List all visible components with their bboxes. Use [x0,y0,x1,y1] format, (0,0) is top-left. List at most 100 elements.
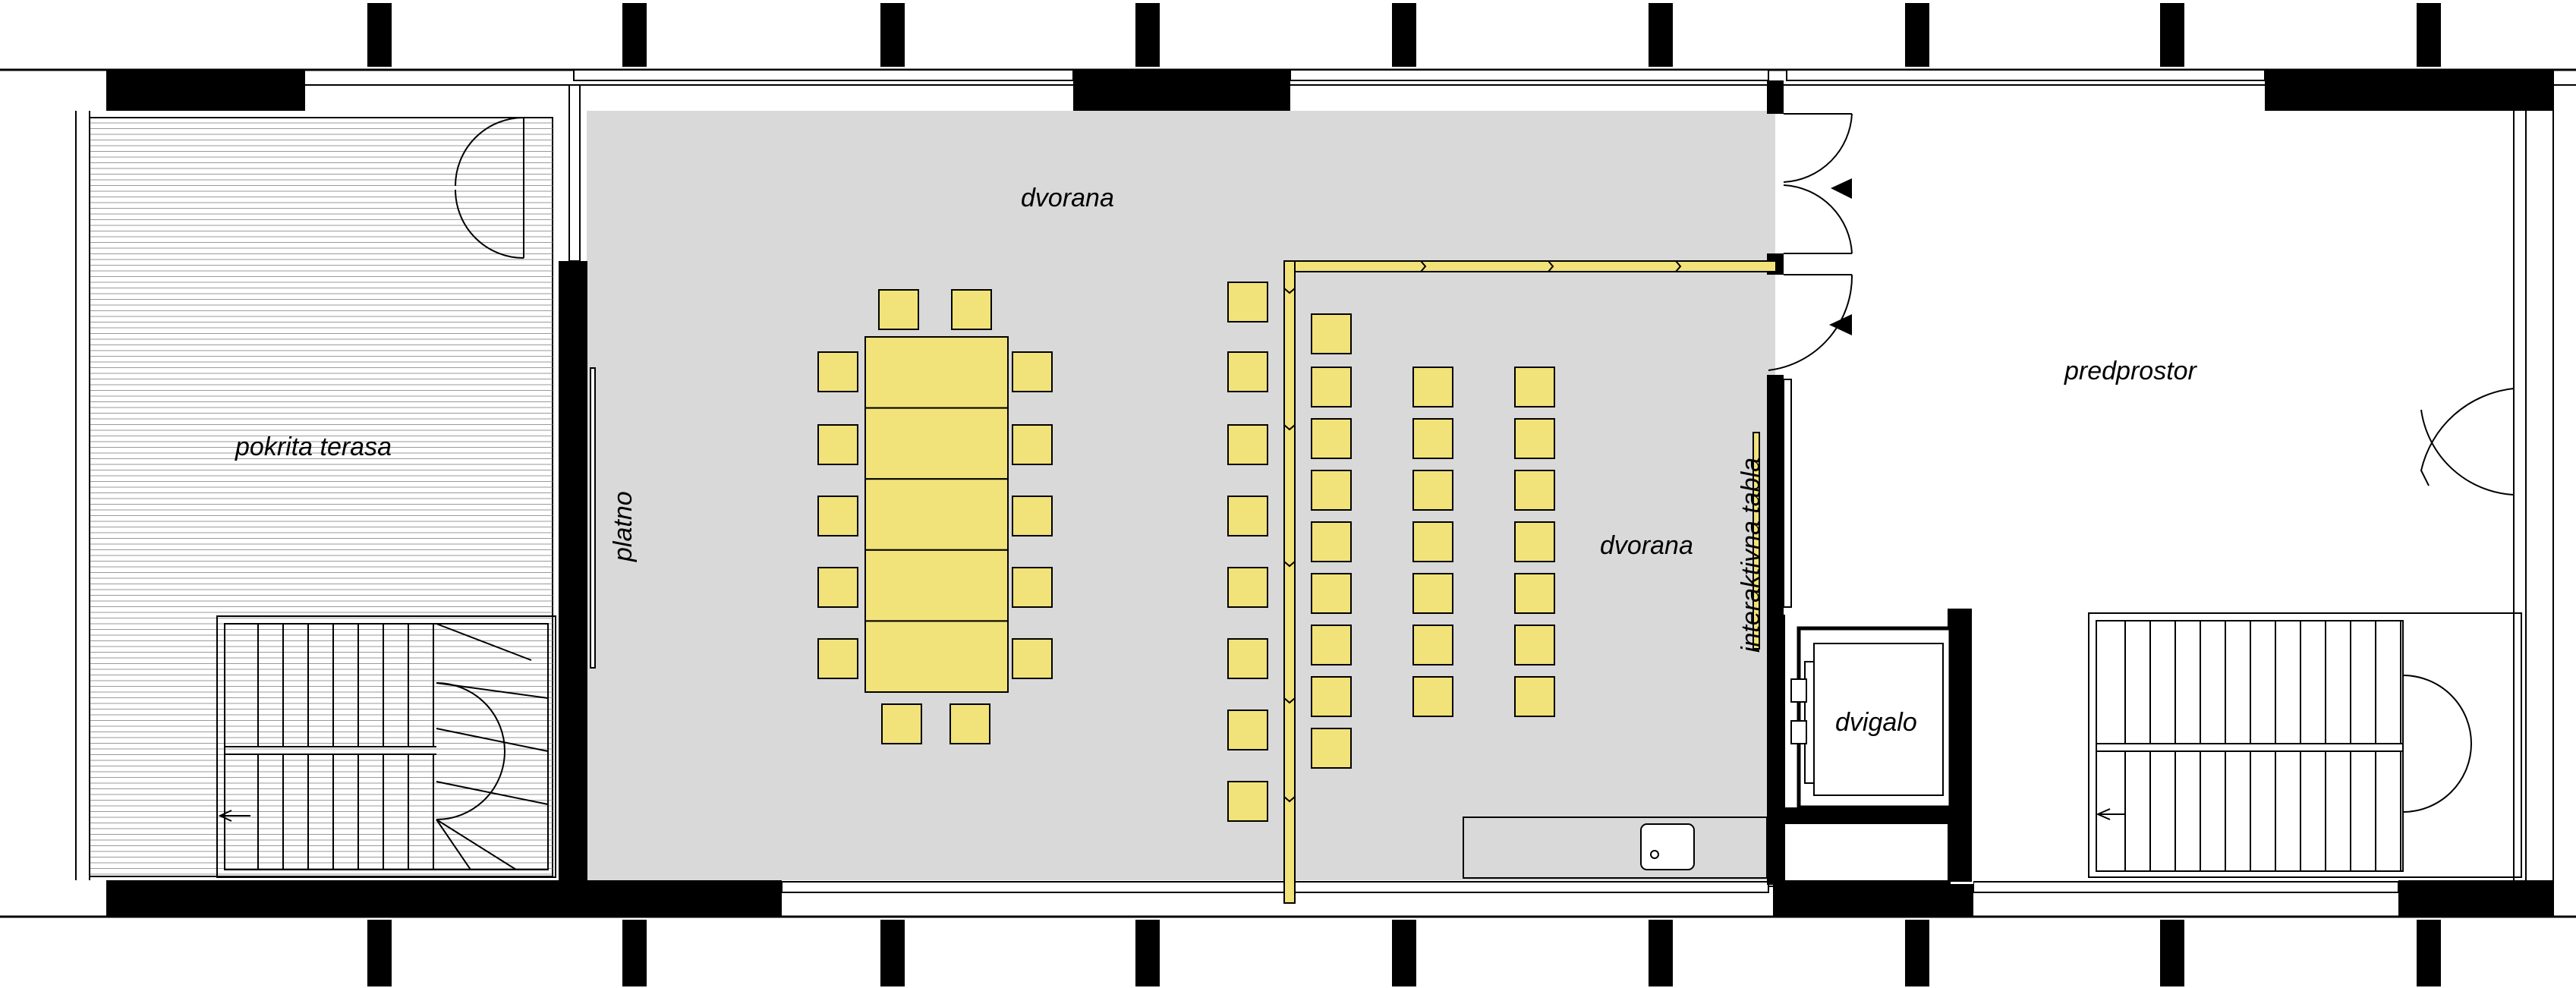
structural-column [2417,920,2441,986]
lobby-side-door[interactable] [2420,388,2515,496]
chair [1311,367,1352,407]
table-segment [864,478,1009,551]
chair [1412,470,1453,511]
structural-column [1905,920,1929,986]
chair [1227,710,1268,750]
chair [949,703,990,744]
interactive-board [1752,432,1760,650]
wall-segment [106,880,782,917]
sink-icon [1640,823,1695,870]
chair [1311,470,1352,511]
wall-segment [106,70,305,111]
kitchen-counter [1463,817,1768,879]
stair-winder [436,623,532,661]
chair [1012,351,1053,392]
terrace-staircase [216,615,556,878]
structural-column [1135,3,1160,67]
chair [1514,676,1555,717]
partition-hinge [1283,561,1296,568]
chairs [817,282,1555,822]
chair [1311,313,1352,354]
table-segment [864,407,1009,480]
chair [1311,625,1352,665]
chair [1412,418,1453,459]
chair [1412,573,1453,614]
stair-winder [436,728,549,752]
chair [881,703,922,744]
chair [1514,367,1555,407]
terrace-door[interactable] [455,117,524,259]
terrace-decking [89,117,553,877]
chair [1227,424,1268,465]
table-segment [864,336,1009,409]
chair [878,289,919,330]
elevator-core [1776,609,1973,886]
chair [1012,496,1053,536]
chair [1412,367,1453,407]
structural-column [2160,920,2184,986]
structural-column [367,3,392,67]
chair [1514,521,1555,562]
movable-partition[interactable] [1283,260,1777,904]
structural-column [1649,3,1673,67]
partition-hinge [1548,260,1554,272]
chair [1514,470,1555,511]
screen-label: platno [609,491,638,562]
partition-hinge [1675,260,1682,272]
partition-hinge [1420,260,1427,272]
partition-hinge [1283,697,1296,704]
chair [1227,282,1268,323]
chair [1412,625,1453,665]
chair [1514,573,1555,614]
board-label: interaktivna tabla [1737,458,1765,653]
chair [1227,638,1268,679]
structural-column [367,920,392,986]
entrance-doors[interactable] [1768,113,1853,371]
chair [1311,728,1352,769]
stair-winder [436,682,549,699]
stair-direction-arrow-icon [2096,808,2125,820]
chair [1514,418,1555,459]
structural-column [1649,920,1673,986]
chair [1227,496,1268,536]
chair [1311,573,1352,614]
hall-right-label: dvorana [1600,531,1693,560]
chair [1227,567,1268,608]
entrance-arrow-icon [1831,178,1852,199]
stair-winder [436,819,471,870]
chair [1227,351,1268,392]
hall-floor [587,111,1775,880]
partition-hinge [1283,796,1296,803]
wall-segment [1073,70,1290,111]
partition-hinge [1283,288,1296,294]
chair [817,424,858,465]
stair-winder [436,819,517,870]
chair [1412,676,1453,717]
chair [817,496,858,536]
stair-direction-arrow-icon [218,810,250,822]
chair [1012,424,1053,465]
elevator-label: dvigalo [1835,708,1917,737]
structural-column [1392,920,1416,986]
entrance-arrow-icon [1829,314,1852,335]
partition-hinge [1283,424,1296,431]
table-segment [864,549,1009,622]
terrace-label: pokrita terasa [235,433,392,461]
lobby-label: predprostor [2064,357,2198,385]
hall-upper-label: dvorana [1021,184,1114,212]
structural-column [1392,3,1416,67]
wall-segment [2265,70,2553,111]
structural-column [622,920,647,986]
chair [1227,781,1268,822]
structural-column [1135,920,1160,986]
chair [817,351,858,392]
exterior-walls [0,68,2576,918]
chair [817,638,858,679]
structural-columns [367,3,2441,986]
chair [1012,567,1053,608]
chair [1311,676,1352,717]
chair [1514,625,1555,665]
chair [1412,521,1453,562]
lobby-staircase [2088,612,2522,878]
